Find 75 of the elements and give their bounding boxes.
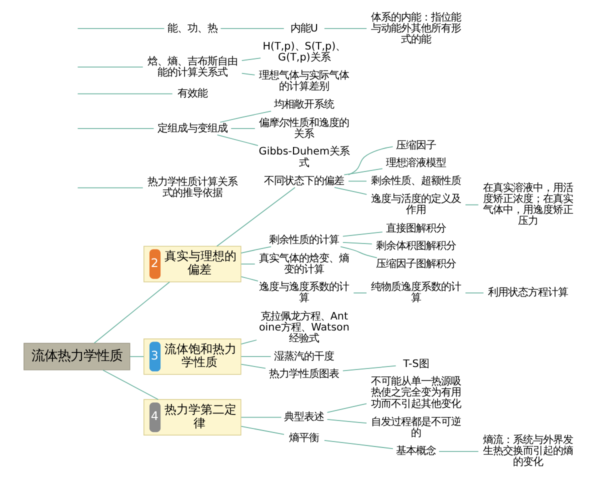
node-text: H(T,p)、S(T,p)、G(T,p)关系: [262, 40, 346, 64]
connector: [342, 232, 382, 237]
node-text: 内能U: [290, 22, 318, 34]
connector: [464, 292, 484, 294]
node-text: 压缩因子: [396, 139, 436, 152]
connector: [76, 93, 172, 94]
node-text: 理想气体与实际气体的计算差别: [258, 69, 349, 92]
node-text: 湿蒸汽的干度: [274, 350, 334, 362]
node-text: Gibbs-Duhem关系式: [258, 146, 350, 169]
connector: [334, 187, 367, 195]
node-text: 自发过程都是不可逆的: [370, 416, 460, 439]
node-text: T-S图: [402, 358, 428, 370]
node-text: 真实气体的焓变、熵变的计算: [258, 252, 349, 276]
connector: [240, 364, 266, 369]
node-text: 克拉佩龙方程、Antoine方程、Watson经验式: [258, 310, 349, 345]
connector: [240, 426, 284, 435]
connector: [343, 168, 382, 176]
connector: [129, 356, 144, 358]
node-text: 纯物质逸度系数的计算: [370, 281, 460, 304]
node-text: 焓、熵、吉布斯自由能的计算关系式: [146, 55, 237, 78]
connector: [240, 246, 272, 254]
node-box: 流体热力学性质: [23, 342, 130, 370]
connector: [216, 134, 258, 146]
node-text: 理想溶液模型: [386, 157, 446, 170]
node-text: 热力学性质图表: [268, 368, 339, 380]
node-text: 均相敞开系统: [274, 98, 334, 111]
node-text: 剩余性质、超额性质: [370, 174, 460, 187]
connector: [342, 242, 372, 244]
connector: [348, 180, 366, 182]
connector: [326, 418, 366, 424]
connector: [342, 365, 396, 372]
node-text: 熵平衡: [288, 432, 319, 444]
node-text: 基本概念: [396, 445, 436, 458]
connector: [464, 204, 478, 206]
node-text: 逸度与逸度系数的计算: [258, 281, 349, 304]
connector: [438, 450, 478, 452]
connector: [352, 292, 366, 294]
connector: [323, 440, 393, 450]
connector: [240, 356, 271, 358]
connector: [340, 246, 377, 258]
node-text: 有效能: [176, 88, 207, 100]
node-text: 逸度与活度的定义及作用: [370, 193, 460, 216]
node-text: 能、功、热: [166, 22, 217, 34]
node-text: 体系的内能：指位能与动能外其他所有形式的能: [370, 11, 460, 46]
connector: [219, 110, 272, 123]
node-text: 典型表述: [284, 411, 324, 424]
connector: [347, 146, 393, 176]
node-text: 直接图解积分: [386, 222, 446, 234]
node-text: 定组成与变组成: [156, 122, 227, 134]
connector: [102, 370, 158, 400]
connector: [326, 403, 366, 413]
connector: [240, 72, 255, 76]
connector: [240, 340, 257, 344]
node-text: 偏摩尔性质和逸度的关系: [258, 116, 349, 140]
connector: [76, 187, 143, 188]
node-text: 热力学性质计算关系式的推导依据: [146, 176, 237, 200]
node-text: 熵流：系统与外界发生热交换而引起的熵的变化: [482, 434, 572, 468]
connector: [216, 187, 295, 247]
node-text: 在真实溶液中，用活度矫正浓度；在真实气体中，用逸度矫正压力: [482, 182, 572, 228]
connector: [230, 128, 255, 130]
connector: [93, 282, 170, 344]
node-text: 剩余体积图解积分: [376, 240, 456, 252]
connector: [76, 28, 164, 30]
connector: [240, 416, 282, 418]
connector: [220, 28, 284, 30]
connector: [240, 276, 258, 282]
node-text: 压缩因子图解积分: [376, 258, 456, 270]
connector: [76, 128, 154, 130]
connector: [240, 58, 260, 62]
node-text: 不同状态下的偏差: [264, 174, 344, 187]
node-text: 不可能从单一热源吸热使之完全变为有用功而不引起其他变化: [370, 376, 460, 410]
connector: [323, 28, 367, 30]
connector: [76, 66, 143, 68]
node-text: 剩余性质的计算: [268, 234, 339, 246]
node-text: 利用状态方程计算: [487, 286, 568, 299]
